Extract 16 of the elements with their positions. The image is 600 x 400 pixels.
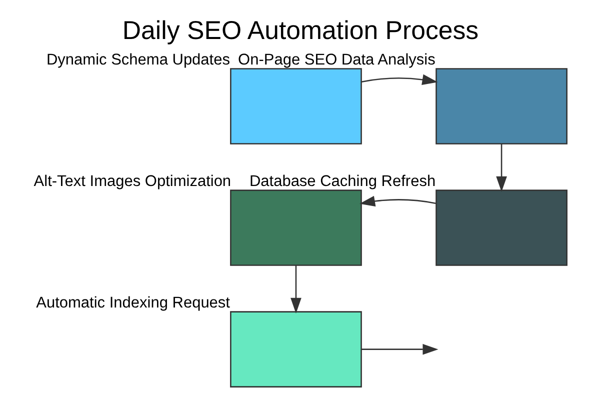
- node-box: [435, 190, 567, 266]
- node-label: Database Caching Refresh: [248, 172, 436, 190]
- arrow: [290, 265, 301, 314]
- arrow: [360, 74, 438, 85]
- node-box: [230, 311, 362, 388]
- node-label: Alt-Text Images Optimization: [33, 172, 231, 190]
- node-label: Dynamic Schema Updates: [46, 51, 230, 68]
- diagram-title: Daily SEO Automation Process: [122, 17, 478, 46]
- node-label: On-Page SEO Data Analysis: [238, 51, 435, 68]
- arrow: [496, 144, 506, 192]
- arrow: [360, 344, 438, 355]
- node-box: [230, 190, 362, 266]
- node-box: [230, 68, 362, 144]
- arrow: [358, 196, 436, 207]
- node-label: Automatic Indexing Request: [36, 294, 230, 312]
- node-box: [435, 68, 567, 144]
